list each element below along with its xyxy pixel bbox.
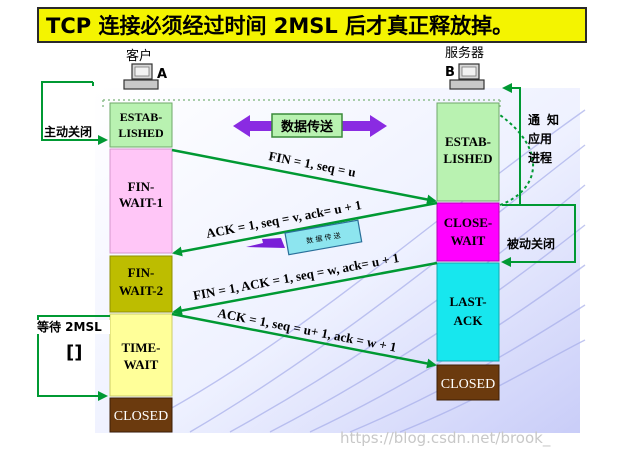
svg-text:TIME-: TIME- [122,340,161,355]
fin2-arrow [172,261,438,316]
fin1-arrow [171,148,437,205]
server-computer-icon [449,63,485,90]
client-state-fin-wait-1: FIN- WAIT-1 [109,148,173,254]
server-state-last-ack: LAST- ACK [436,262,500,362]
svg-text:CLOSE-: CLOSE- [444,215,492,230]
client-state-established: ESTAB- LISHED [109,102,173,148]
client-state-fin-wait-2: FIN- WAIT-2 [109,255,173,313]
notify-app-label-4: 进程 [528,150,552,165]
notify-app-label-3: 应用 [528,131,552,146]
svg-text:WAIT-1: WAIT-1 [119,195,163,210]
svg-text:LISHED: LISHED [443,151,492,166]
notify-app-label-2: 知 [546,112,559,127]
svg-text:CLOSED: CLOSED [114,409,168,424]
notify-app-label-1: 通 [528,112,540,127]
data-packet-arrow: 数 据 传 送 [246,219,363,256]
notify-app-dotted-arc [499,114,534,206]
server-state-close-wait: CLOSE- WAIT [436,202,500,262]
client-state-closed: CLOSED [109,397,173,433]
svg-text:FIN-: FIN- [128,179,155,194]
svg-text:CLOSED: CLOSED [441,377,495,392]
svg-text:LAST-: LAST- [449,294,486,309]
data-transfer-arrow: 数据传送 [233,113,387,138]
ack2-arrow [171,312,437,369]
svg-text:LISHED: LISHED [118,126,164,140]
passive-close-label: 被动关闭 [507,236,555,251]
client-state-time-wait: TIME- WAIT [109,313,173,397]
watermark: https://blog.csdn.net/brook_ [340,429,551,448]
wait-2msl-bracket: [] [66,342,82,363]
notify-app-loop [502,83,521,206]
wait-2msl-loop [37,315,110,401]
title-box [37,7,587,43]
client-letter: A [157,67,167,82]
passive-close-loop [501,204,576,267]
svg-text:ACK: ACK [454,313,484,328]
svg-text:ESTAB-: ESTAB- [445,134,491,149]
svg-text:FIN-: FIN- [128,265,155,280]
ack1-arrow [172,201,438,257]
client-label: 客户 [126,48,152,64]
wait-2msl-label: 等待 2MSL [36,319,102,334]
data-transfer-label: 数据传送 [281,119,334,135]
server-label: 服务器 [445,45,484,61]
svg-text:WAIT: WAIT [124,357,159,372]
client-computer-icon [123,63,159,90]
svg-text:WAIT-2: WAIT-2 [119,283,163,298]
active-close-loop [41,81,108,145]
svg-text:WAIT: WAIT [451,233,486,248]
svg-text:ESTAB-: ESTAB- [120,110,162,124]
active-close-label: 主动关闭 [44,124,92,139]
server-state-established: ESTAB- LISHED [436,102,500,202]
server-letter: B [445,65,455,80]
server-state-closed: CLOSED [436,364,500,401]
title-text: TCP 连接必须经过时间 2MSL 后才真正释放掉。 [46,14,513,38]
